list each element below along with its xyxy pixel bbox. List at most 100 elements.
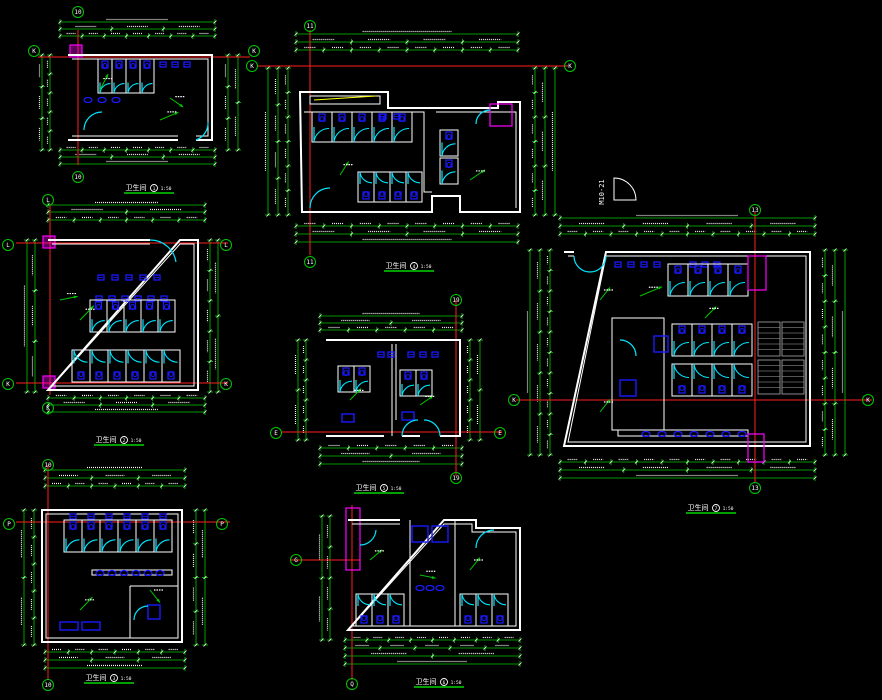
toilet-bowl-icon bbox=[164, 304, 169, 310]
outer-wall bbox=[45, 239, 199, 391]
door-swing-icon bbox=[127, 349, 142, 363]
dimension-line bbox=[294, 30, 520, 37]
plan-number: 5 bbox=[383, 486, 386, 492]
plan-number-circle bbox=[440, 678, 448, 686]
toilet-stall bbox=[711, 363, 733, 397]
toilet-bowl-icon bbox=[124, 524, 130, 530]
axis-circle bbox=[216, 518, 228, 530]
axis-bubble: L bbox=[42, 194, 54, 206]
toilet-bowl-icon bbox=[106, 524, 112, 530]
stall-partition bbox=[391, 111, 413, 143]
plan-scale: 1:50 bbox=[131, 438, 142, 444]
stall-partition bbox=[107, 349, 127, 383]
dimension-line bbox=[294, 230, 520, 237]
door-swing-icon bbox=[195, 121, 209, 141]
toilet-stall bbox=[727, 263, 749, 297]
sink-basin bbox=[131, 569, 141, 577]
door-swing-icon bbox=[309, 187, 331, 209]
partition-wall bbox=[129, 585, 178, 638]
dimension-line bbox=[551, 66, 558, 217]
sink-icon bbox=[95, 569, 105, 577]
toilet-bowl-icon bbox=[739, 385, 745, 391]
urinal-body bbox=[121, 295, 129, 302]
dimension-line bbox=[541, 66, 548, 217]
urinal-body bbox=[614, 261, 622, 268]
sink-basin bbox=[673, 430, 683, 438]
axis-label: L bbox=[224, 242, 228, 249]
dimension-line bbox=[43, 474, 187, 481]
toilet-bowl-icon bbox=[361, 615, 367, 621]
dimension-line bbox=[58, 146, 217, 153]
toilet-bowl-icon bbox=[132, 371, 138, 377]
door-swing-icon bbox=[133, 605, 149, 621]
axis-bubble: 19 bbox=[450, 294, 462, 306]
axis-label: E bbox=[274, 430, 278, 437]
dimension-line bbox=[214, 238, 221, 394]
urinal-body bbox=[139, 274, 147, 281]
door-swing-icon bbox=[137, 539, 152, 553]
door-swing-icon bbox=[389, 593, 403, 606]
sink-icon bbox=[689, 430, 699, 438]
urinal-body bbox=[640, 261, 648, 268]
toilet-stall bbox=[331, 111, 353, 143]
plan-scale: 1:50 bbox=[121, 676, 132, 682]
toilet-bowl-icon bbox=[363, 191, 369, 197]
toilet-bowl-icon bbox=[699, 385, 705, 391]
urinal-body bbox=[111, 274, 119, 281]
door-swing-icon bbox=[391, 171, 405, 184]
door-swing-icon bbox=[401, 384, 415, 397]
door-swing-icon bbox=[475, 109, 491, 125]
inner-wall bbox=[304, 111, 517, 208]
outer-wall bbox=[68, 54, 213, 141]
plan-number: 3 bbox=[113, 676, 116, 682]
urinal-icon bbox=[160, 295, 168, 302]
urinal-body bbox=[153, 274, 161, 281]
plan-number-circle bbox=[150, 184, 158, 192]
toilet-bowl-icon bbox=[679, 385, 685, 391]
door-swing-icon bbox=[713, 363, 730, 379]
door-swing-icon bbox=[155, 539, 170, 553]
door-swing-icon bbox=[713, 341, 730, 357]
toilet-stall bbox=[707, 263, 729, 297]
axis-circle bbox=[42, 194, 54, 206]
dimension-line bbox=[43, 664, 187, 671]
toilet-bowl-icon bbox=[405, 374, 411, 380]
toilet-bowl-icon bbox=[359, 116, 365, 122]
stair-block bbox=[781, 321, 805, 357]
sink-basin bbox=[95, 569, 105, 577]
dimension-line bbox=[294, 338, 301, 442]
stall-partition bbox=[439, 129, 459, 157]
stall-partition bbox=[157, 299, 176, 333]
dimension-line bbox=[343, 636, 522, 643]
sink-icon bbox=[111, 96, 121, 104]
door-swing-icon bbox=[733, 363, 750, 379]
axis-circle bbox=[220, 378, 232, 390]
sink-icon bbox=[425, 584, 435, 592]
urinal-icon bbox=[159, 513, 167, 520]
stall-partition bbox=[439, 157, 459, 185]
sink-basin bbox=[83, 96, 93, 104]
urinal-body bbox=[108, 295, 116, 302]
axis-label: K bbox=[568, 63, 572, 70]
sink-icon bbox=[131, 569, 141, 577]
urinal-icon bbox=[141, 513, 149, 520]
axis-label: K bbox=[224, 381, 228, 388]
toilet-stall bbox=[311, 111, 333, 143]
sink-basin bbox=[111, 96, 121, 104]
sink-basin bbox=[721, 430, 731, 438]
toilet-bowl-icon bbox=[393, 615, 399, 621]
axis-bubble: 10 bbox=[42, 679, 54, 691]
toilet-stall bbox=[117, 519, 137, 553]
urinal-icon bbox=[614, 261, 622, 268]
floor-slope-arrow bbox=[419, 570, 437, 579]
urinal-icon bbox=[377, 351, 385, 358]
toilet-stall bbox=[371, 593, 389, 627]
dimension-line bbox=[58, 160, 217, 167]
stair-block bbox=[757, 359, 781, 395]
